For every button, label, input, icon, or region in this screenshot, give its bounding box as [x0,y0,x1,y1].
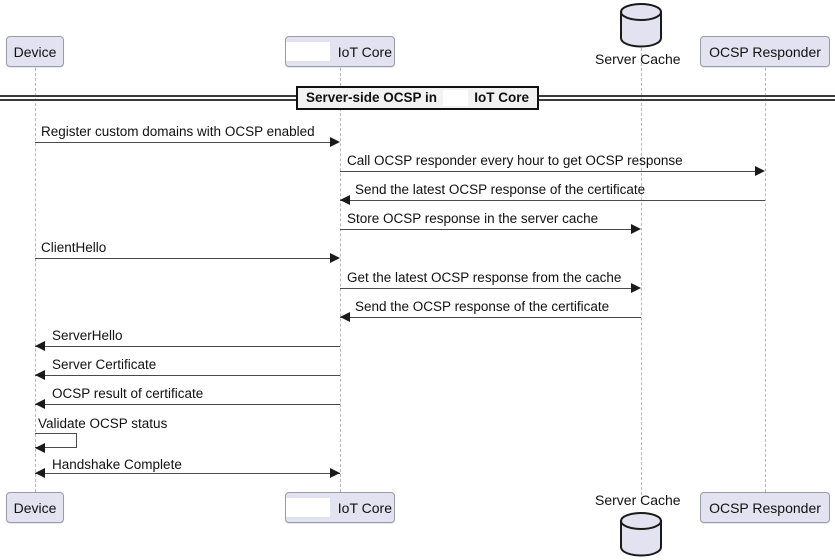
aws-iot-core-logo-icon [286,498,330,517]
message-label-2: Call OCSP responder every hour to get OC… [347,153,683,168]
message-label-9: Server Certificate [52,357,157,372]
message-label-6: Get the latest OCSP response from the ca… [347,270,622,285]
message-arrowhead-11 [35,443,45,453]
database-icon-cache-bottom [619,511,663,557]
lifeline-device [35,68,36,492]
lifeline-ocsp [765,68,766,492]
message-arrowhead-9 [35,370,45,380]
message-arrowhead-6 [631,283,641,293]
participant-iotcore-bottom-label: IoT Core [337,499,392,516]
message-label-4: Store OCSP response in the server cache [347,211,599,226]
lifeline-cache [641,48,642,500]
section-divider-title: Server-side OCSP in IoT Core [296,86,539,110]
message-line-10 [35,404,340,405]
participant-iotcore-bottom[interactable]: IoT Core [285,492,395,523]
participant-device-top-label: Device [13,43,57,60]
message-line-9 [35,375,340,376]
message-arrowhead-10 [35,399,45,409]
participant-ocsp-top-label: OCSP Responder [709,43,821,60]
message-selfloop-11 [35,433,77,448]
aws-iot-core-logo-icon [286,42,330,61]
divider-title-prefix: Server-side OCSP in [306,90,438,106]
database-icon-cache-top [619,2,663,48]
participant-iotcore-top[interactable]: IoT Core [285,36,395,67]
message-line-12 [35,473,340,474]
participant-device-bottom-label: Device [13,499,57,516]
message-line-4 [340,229,633,230]
message-label-5: ClientHello [41,240,107,255]
message-arrowhead-12-left [35,468,45,478]
message-label-3: Send the latest OCSP response of the cer… [355,182,646,197]
message-label-7: Send the OCSP response of the certificat… [355,299,610,314]
message-line-1 [35,142,332,143]
lifeline-iotcore [340,68,341,492]
message-line-7 [340,317,641,318]
message-arrowhead-12-right [330,468,340,478]
message-arrowhead-5 [330,253,340,263]
divider-title-suffix: IoT Core [474,90,529,106]
message-arrowhead-4 [631,224,641,234]
message-label-11: Validate OCSP status [38,416,168,431]
participant-cache-bottom-label: Server Cache [595,492,681,508]
participant-device-top[interactable]: Device [6,36,64,67]
participant-cache-top-label: Server Cache [595,51,681,67]
participant-device-bottom[interactable]: Device [6,492,64,523]
message-line-8 [35,346,340,347]
message-label-1: Register custom domains with OCSP enable… [41,124,315,139]
message-arrowhead-3 [340,195,350,205]
participant-ocsp-bottom-label: OCSP Responder [709,499,821,516]
message-arrowhead-8 [35,341,45,351]
participant-iotcore-top-label: IoT Core [337,43,392,60]
message-line-5 [35,258,332,259]
message-line-2 [340,171,757,172]
message-line-3 [340,200,765,201]
message-label-12: Handshake Complete [52,457,182,472]
participant-ocsp-top[interactable]: OCSP Responder [700,36,830,67]
message-arrowhead-2 [755,166,765,176]
aws-iot-core-logo-icon [443,90,469,106]
message-label-10: OCSP result of certificate [52,386,204,401]
message-arrowhead-7 [340,312,350,322]
message-line-6 [340,288,633,289]
message-arrowhead-1 [330,137,340,147]
participant-ocsp-bottom[interactable]: OCSP Responder [700,492,830,523]
message-label-8: ServerHello [52,328,123,343]
